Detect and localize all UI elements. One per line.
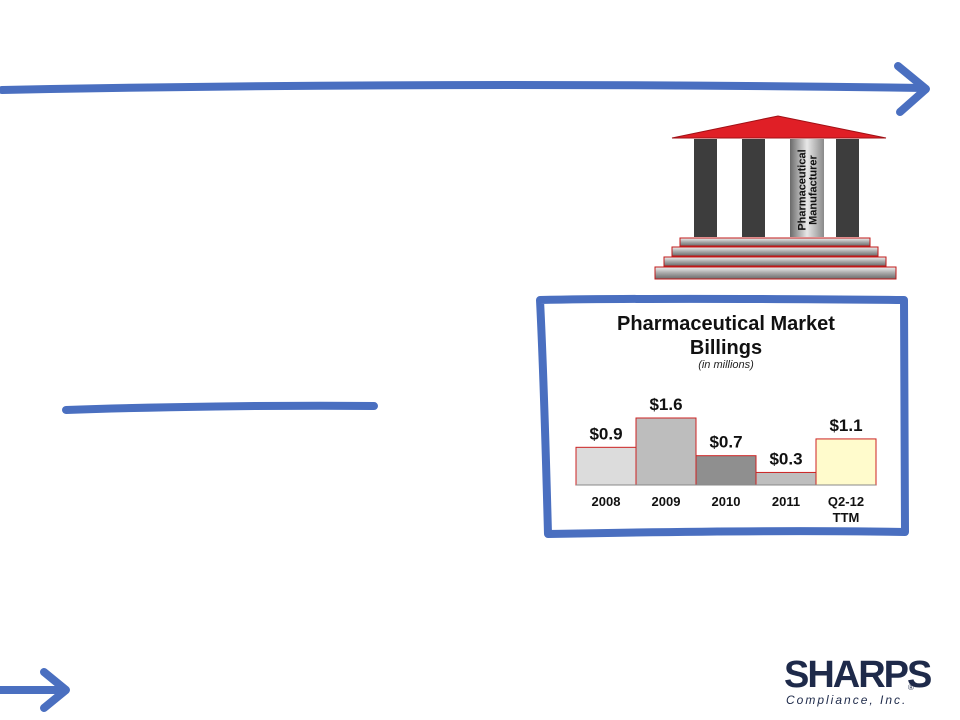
temple-roof (671, 115, 887, 139)
chart-frame (536, 294, 909, 538)
temple-step-1 (679, 237, 871, 247)
category-label-2: 2010 (712, 494, 741, 509)
chart-subtitle: (in millions) (698, 359, 754, 371)
value-label-3: $0.3 (769, 449, 802, 468)
bar-0 (575, 446, 637, 486)
chart-title-line2: Billings (689, 337, 763, 359)
column-label-line2: Manufacturer (808, 155, 821, 225)
temple-step-2 (671, 246, 879, 257)
bar-3 (755, 471, 817, 486)
temple-column-2 (742, 139, 765, 237)
bar-2 (695, 455, 757, 486)
chart-title-line1: Pharmaceutical Market (617, 313, 835, 335)
category-label-0: 2008 (592, 494, 621, 509)
temple-step-3 (663, 256, 887, 267)
bottom-arrow-head (40, 668, 70, 712)
temple-column-4 (836, 139, 859, 237)
value-label-4: $1.1 (829, 416, 862, 435)
category-label-3: 2011 (772, 494, 800, 509)
chart-value-labels: $0.9 $1.6 $0.7 $0.3 $1.1 (589, 395, 862, 468)
value-label-0: $0.9 (589, 424, 622, 443)
temple-step-4 (654, 266, 897, 280)
temple-column-3 (790, 139, 824, 237)
top-arrow-line (0, 80, 928, 94)
bar-4 (815, 438, 877, 486)
company-logo: SHARPS ® Compliance, Inc. (780, 655, 932, 711)
temple-icon (654, 115, 897, 280)
middle-marker-line (62, 401, 378, 414)
category-label-4-1: TTM (833, 510, 860, 525)
logo-registered: ® (908, 683, 914, 692)
category-label-4: Q2-12 (828, 494, 864, 509)
chart-title: Pharmaceutical Market Billings (560, 312, 892, 360)
logo-name: SHARPS (784, 654, 932, 696)
top-arrow-head (894, 62, 930, 116)
chart-bars (575, 417, 877, 486)
column-label: Pharmaceutical Manufacturer (788, 149, 830, 230)
logo-subtitle: Compliance, Inc. (786, 693, 908, 707)
value-label-2: $0.7 (709, 433, 742, 452)
value-label-1: $1.6 (649, 395, 682, 414)
category-label-1: 2009 (652, 494, 681, 509)
temple-column-1 (694, 139, 717, 237)
bar-1 (635, 417, 697, 486)
